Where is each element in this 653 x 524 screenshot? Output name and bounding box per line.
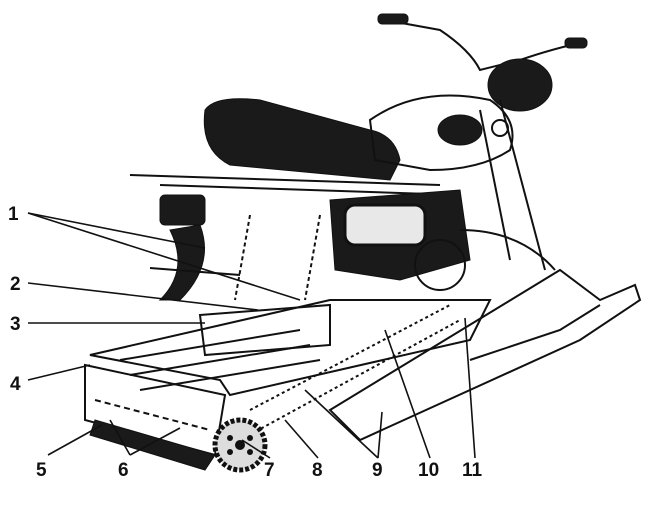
fuel-tank (368, 94, 514, 172)
drive-sprocket (212, 417, 268, 473)
engine (329, 189, 471, 291)
callout-1: 1 (8, 204, 301, 301)
callout-5: 5 (36, 424, 103, 481)
seat (203, 98, 401, 181)
callout-number: 2 (10, 274, 21, 295)
callout-number: 6 (118, 460, 129, 481)
luggage-rack (129, 174, 461, 196)
callout-11: 11 (462, 317, 483, 481)
callouts: 1 2 3 4 5 6 7 8 9 10 11 (8, 204, 483, 481)
drive-chain (239, 304, 461, 441)
callout-9: 9 (304, 389, 383, 481)
callout-number: 8 (312, 460, 323, 481)
front-ski (328, 268, 642, 442)
track-belt (89, 399, 216, 471)
callout-number: 5 (36, 460, 47, 481)
callout-number: 9 (372, 460, 383, 481)
callout-number: 4 (10, 374, 21, 395)
callout-2: 2 (10, 274, 259, 311)
rear-shock-absorbers (234, 214, 321, 301)
frame-tube (459, 229, 556, 271)
callout-4: 4 (10, 364, 91, 395)
callout-6: 6 (109, 419, 181, 481)
callout-10: 10 (384, 329, 439, 481)
front-fork (479, 99, 546, 271)
callout-number: 1 (8, 204, 19, 225)
engine-side-cover (343, 203, 427, 247)
callout-8: 8 (284, 419, 323, 481)
callout-number: 11 (462, 460, 483, 481)
callout-number: 3 (10, 314, 21, 335)
tail-light (159, 194, 206, 226)
muffler (149, 267, 241, 276)
callout-number: 7 (264, 460, 275, 481)
callout-7: 7 (241, 439, 275, 481)
callout-3: 3 (10, 314, 205, 335)
headlight (487, 58, 553, 112)
callout-number: 10 (418, 460, 439, 481)
handlebar (377, 13, 588, 72)
